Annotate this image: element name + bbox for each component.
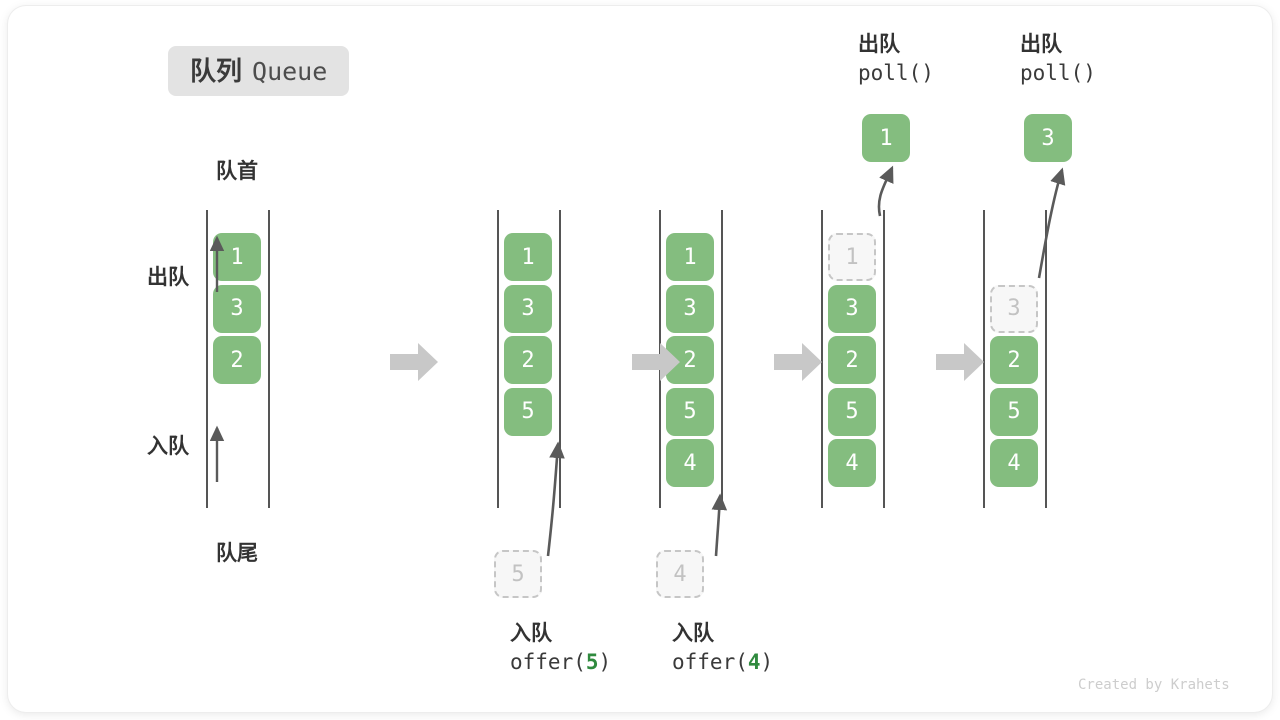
queue-rail bbox=[206, 210, 208, 508]
queue-rail bbox=[268, 210, 270, 508]
queue-rail bbox=[821, 210, 823, 508]
queue-element: 2 bbox=[990, 336, 1038, 385]
queue-element: 3 bbox=[504, 284, 552, 333]
queue-rail bbox=[883, 210, 885, 508]
queue-element-removed: 1 bbox=[828, 233, 876, 281]
offer-caption-cn: 入队 bbox=[672, 622, 714, 645]
offer-4-arrow bbox=[711, 493, 728, 557]
queue-element: 2 bbox=[504, 336, 552, 385]
poll-1-arrow bbox=[877, 165, 894, 217]
poll-caption: 出队 poll() bbox=[1020, 31, 1096, 88]
offer-argument: 4 bbox=[747, 650, 761, 675]
queue-element: 3 bbox=[828, 284, 876, 333]
queue-element: 3 bbox=[666, 284, 714, 333]
polled-element: 3 bbox=[1024, 114, 1072, 162]
offer-caption-code: offer(4) bbox=[672, 650, 774, 675]
queue-rail bbox=[721, 210, 723, 508]
queue-rail bbox=[1045, 210, 1047, 508]
poll-caption-cn: 出队 bbox=[858, 33, 900, 56]
queue-element: 1 bbox=[213, 233, 261, 281]
poll-caption-cn: 出队 bbox=[1020, 33, 1062, 56]
queue-element: 1 bbox=[666, 233, 714, 281]
queue-element: 2 bbox=[213, 336, 261, 385]
poll-caption-code: poll() bbox=[1020, 61, 1096, 86]
queue-element: 1 bbox=[504, 233, 552, 281]
stage-transition-arrow bbox=[632, 343, 680, 381]
offer-caption-code: offer(5) bbox=[510, 650, 612, 675]
poll-caption-code: poll() bbox=[858, 61, 934, 86]
queue-element: 2 bbox=[828, 336, 876, 385]
offer-argument: 5 bbox=[585, 650, 599, 675]
enqueue-side-label: 入队 bbox=[147, 435, 189, 458]
offer-5-arrow bbox=[546, 441, 565, 557]
queue-element: 5 bbox=[504, 387, 552, 436]
title-chinese: 队列 bbox=[190, 56, 243, 86]
queue-rail bbox=[983, 210, 985, 508]
offer-caption-cn: 入队 bbox=[510, 622, 552, 645]
poll-caption: 出队 poll() bbox=[858, 31, 934, 88]
queue-element: 3 bbox=[213, 284, 261, 333]
offer-caption: 入队 offer(4) bbox=[672, 620, 773, 677]
stage-transition-arrow bbox=[936, 343, 984, 381]
incoming-element: 5 bbox=[494, 550, 542, 598]
stage-transition-arrow bbox=[390, 343, 438, 381]
queue-element: 4 bbox=[828, 439, 876, 488]
diagram-title-badge: 队列 Queue bbox=[168, 46, 350, 96]
queue-rail bbox=[497, 210, 499, 508]
queue-element: 5 bbox=[666, 387, 714, 436]
queue-element: 5 bbox=[990, 387, 1038, 436]
stage-transition-arrow bbox=[774, 343, 822, 381]
queue-element: 5 bbox=[828, 387, 876, 436]
credit-text: Created by Krahets bbox=[1078, 677, 1230, 693]
queue-element: 4 bbox=[666, 439, 714, 488]
polled-element: 1 bbox=[862, 114, 910, 162]
incoming-element: 4 bbox=[656, 550, 704, 598]
queue-front-label: 队首 bbox=[216, 160, 258, 183]
queue-element-removed: 3 bbox=[990, 284, 1038, 333]
offer-caption: 入队 offer(5) bbox=[510, 620, 611, 677]
queue-rear-label: 队尾 bbox=[216, 542, 258, 565]
title-english: Queue bbox=[252, 56, 328, 86]
queue-rail bbox=[559, 210, 561, 508]
queue-element: 2 bbox=[666, 336, 714, 385]
queue-element: 4 bbox=[990, 439, 1038, 488]
dequeue-side-label: 出队 bbox=[147, 266, 189, 289]
poll-3-arrow bbox=[1037, 167, 1066, 279]
